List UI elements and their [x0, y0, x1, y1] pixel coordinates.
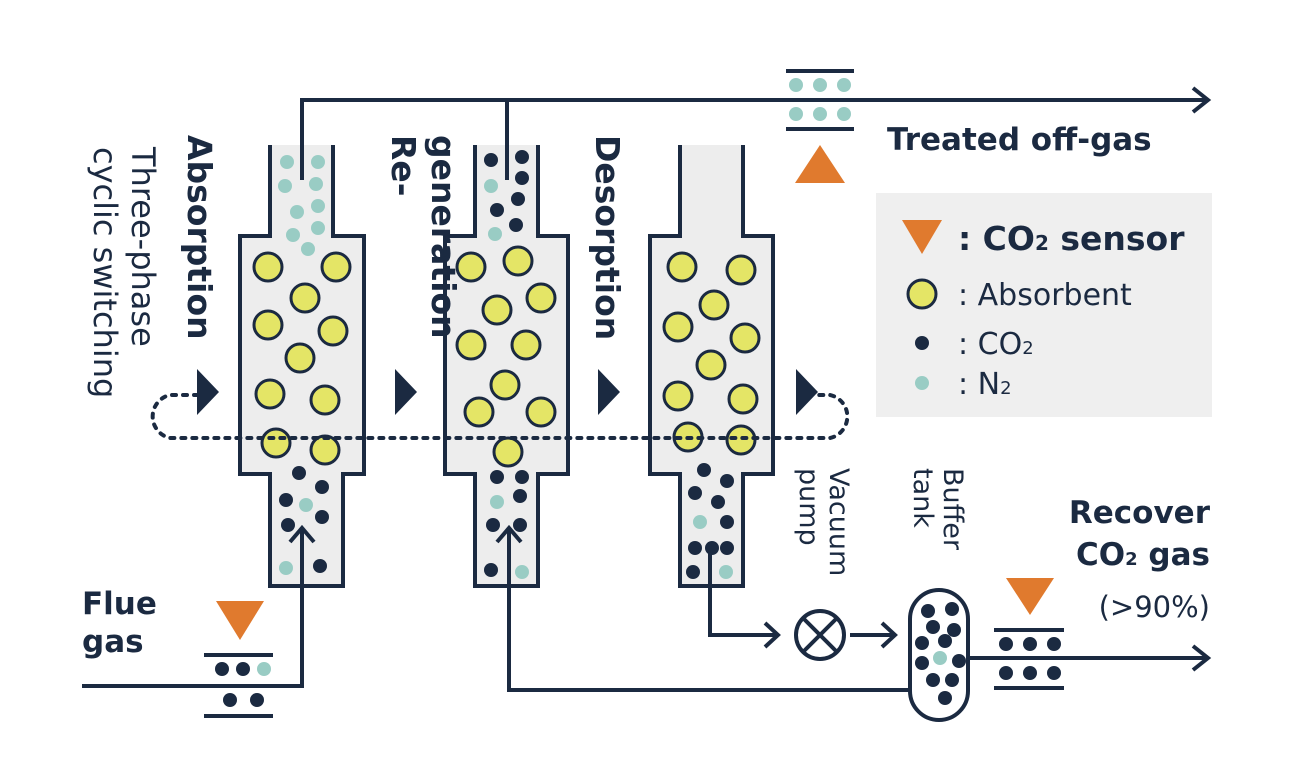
absorbent-particles: [252, 245, 761, 468]
recover-label: Recover: [1069, 495, 1211, 531]
stream-lines: [204, 69, 1064, 718]
sensor-icon-off-gas: [795, 145, 845, 183]
recover-purity-label: (>90%): [1099, 590, 1210, 624]
buffer-tank: [908, 588, 970, 722]
legend-absorbent-icon: [906, 278, 938, 310]
desorption-label: Desorption: [588, 135, 627, 340]
sensor-icon-flue: [216, 601, 264, 640]
vacuum-pump: [794, 609, 846, 661]
absorption-label: Absorption: [180, 135, 219, 340]
pipes: [82, 98, 1205, 692]
regeneration-label: Re- generation: [384, 135, 463, 339]
sensor-icon-recovered: [1006, 578, 1054, 615]
flow-arrows: [288, 86, 1212, 672]
flue-gas-label: Flue gas: [82, 586, 168, 660]
three-phase-label: Three-phase cyclic switching: [86, 146, 162, 398]
cyclic-switching-loop: [150, 393, 850, 440]
sensor-icon-legend: [902, 220, 942, 254]
treated-off-gas-label: Treated off-gas: [887, 122, 1152, 158]
recover-co2-gas-label: CO2 gas: [1076, 537, 1210, 573]
legend-n2-label: : N2: [958, 367, 1012, 402]
switching-arrows: [197, 369, 818, 415]
legend-sensor-label: : CO2 sensor: [958, 219, 1185, 258]
co2-sensors: [216, 145, 1054, 640]
legend-co2-label: : CO2: [958, 327, 1034, 362]
vacuum-pump-label: Vacuum pump: [793, 468, 854, 585]
legend-co2-icon: [915, 336, 929, 350]
buffer-tank-label: Buffer tank: [907, 468, 968, 559]
legend-n2-icon: [915, 376, 929, 390]
n2-particles: [257, 78, 947, 676]
legend-absorbent-label: : Absorbent: [958, 278, 1132, 313]
co2-particles: [215, 150, 1061, 707]
